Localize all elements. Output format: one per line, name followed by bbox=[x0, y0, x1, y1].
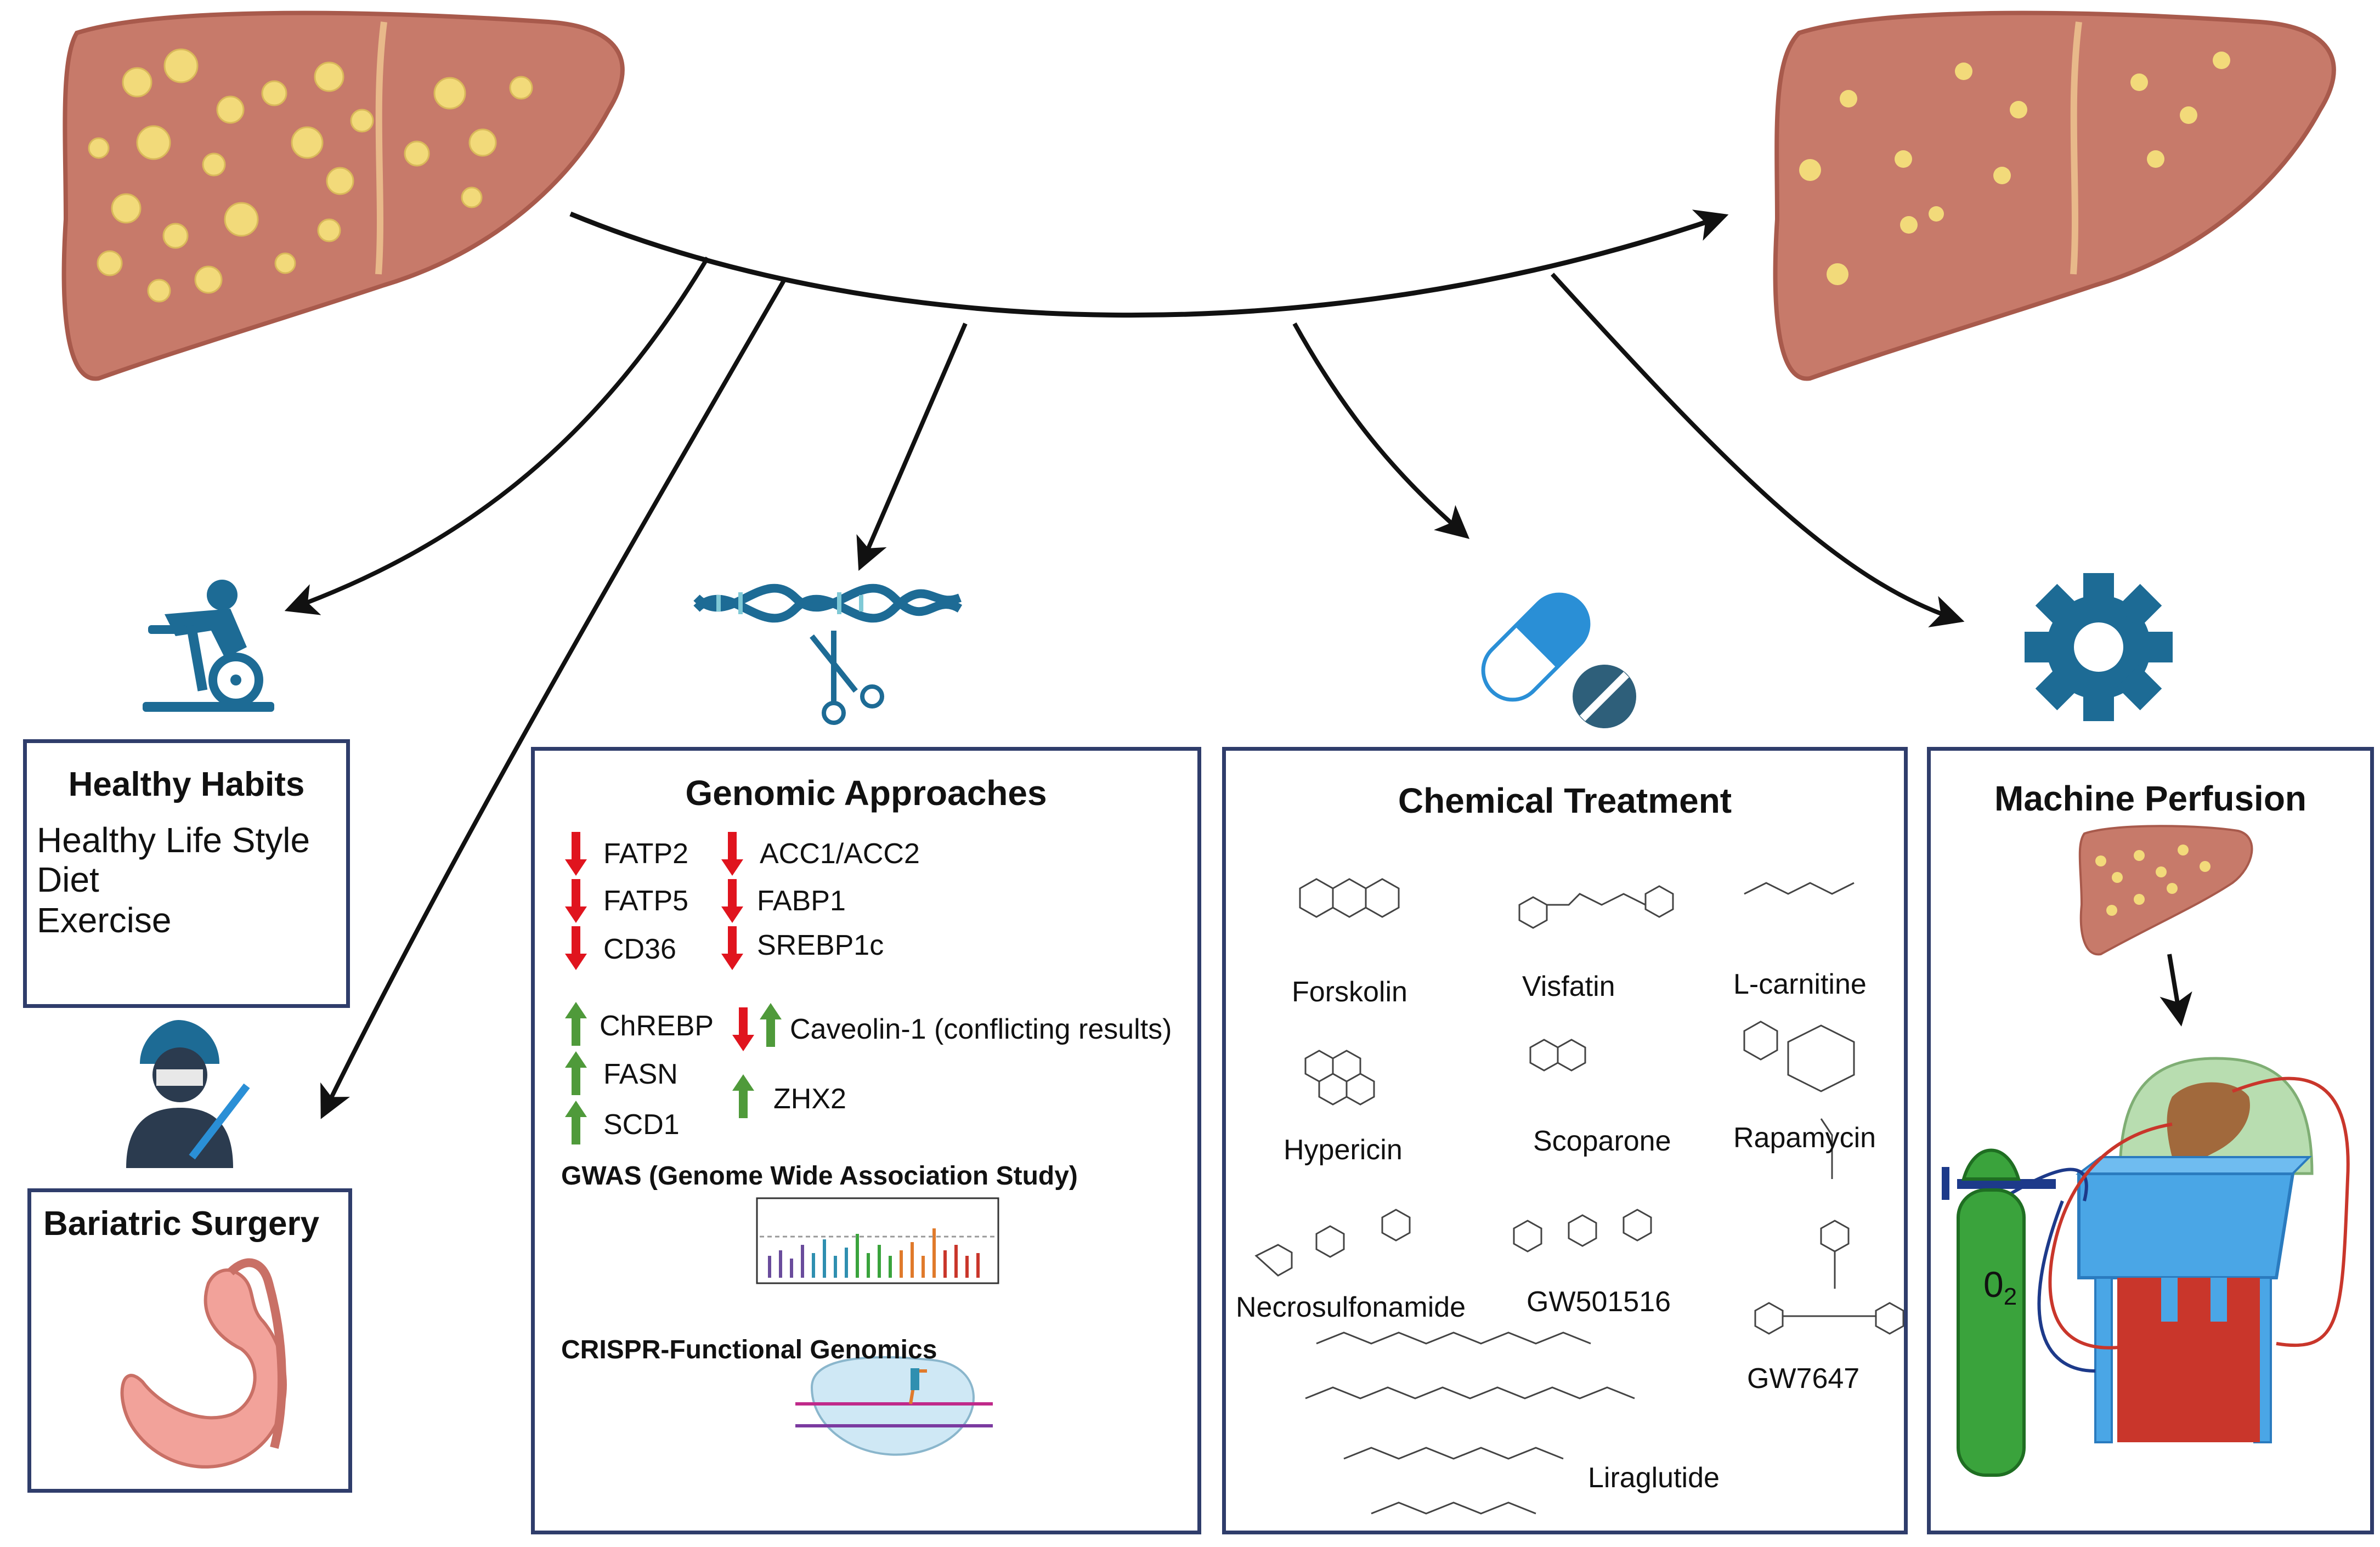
perfusion-small-liver-image bbox=[2078, 825, 2253, 956]
gene-label: Caveolin-1 (conflicting results) bbox=[790, 1013, 1172, 1045]
chemical-title: Chemical Treatment bbox=[1398, 781, 1732, 820]
gene-label: FASN bbox=[603, 1058, 678, 1090]
compound-label: Necrosulfonamide bbox=[1236, 1291, 1466, 1323]
fatty-liver-image bbox=[61, 10, 625, 381]
pill-icon bbox=[1481, 592, 1636, 728]
bariatric-surgery-box: Bariatric Surgery bbox=[27, 1188, 352, 1493]
genomic-title: Genomic Approaches bbox=[685, 773, 1047, 813]
perfusion-machine-image bbox=[1942, 1057, 2350, 1443]
surgeon-icon bbox=[126, 1020, 250, 1168]
main-arc-arrow bbox=[569, 209, 1729, 318]
gwas-manhattan-plot bbox=[756, 1197, 999, 1284]
down-arrow-icon bbox=[565, 926, 587, 970]
compound-label: GW501516 bbox=[1527, 1286, 1671, 1318]
oxygen-label: 02 bbox=[1983, 1263, 2017, 1311]
machine-perfusion-title: Machine Perfusion bbox=[1994, 779, 2306, 818]
compound-label: Visfatin bbox=[1522, 971, 1615, 1002]
machine-perfusion-box: Machine Perfusion 02 bbox=[1927, 747, 2374, 1534]
genomic-approaches-box: Genomic Approaches FATP2 FATP5 CD36 ACC1… bbox=[531, 747, 1201, 1534]
up-arrow-icon bbox=[565, 1051, 587, 1095]
down-arrow-icon bbox=[732, 1007, 754, 1051]
gene-label: SREBP1c bbox=[757, 930, 884, 961]
up-arrow-icon bbox=[565, 1101, 587, 1144]
chemical-treatment-box: Chemical Treatment Forskolin Visfatin L-… bbox=[1222, 747, 1908, 1534]
perfusion-arrow bbox=[2159, 954, 2192, 1027]
healthy-habits-line: Diet bbox=[37, 860, 99, 899]
gear-icon bbox=[2025, 573, 2173, 721]
gene-label: ACC1/ACC2 bbox=[760, 838, 920, 870]
compound-label: Liraglutide bbox=[1588, 1462, 1720, 1494]
oxygen-tank-image bbox=[1957, 1148, 2026, 1477]
compound-label: L-carnitine bbox=[1733, 968, 1867, 1000]
down-arrow-icon bbox=[721, 832, 743, 876]
healthy-liver-image bbox=[1773, 10, 2336, 381]
healthy-habits-title: Healthy Habits bbox=[68, 766, 305, 803]
gene-label: ZHX2 bbox=[773, 1083, 846, 1115]
down-arrow-icon bbox=[721, 926, 743, 970]
healthy-habits-line: Healthy Life Style bbox=[37, 820, 310, 860]
up-arrow-icon bbox=[760, 1003, 782, 1047]
gwas-label: GWAS (Genome Wide Association Study) bbox=[561, 1161, 1078, 1191]
chemical-structures bbox=[1254, 878, 1904, 1515]
branch-arrows bbox=[284, 256, 1965, 1119]
compound-label: Forskolin bbox=[1292, 976, 1407, 1008]
crispr-cas9-image bbox=[795, 1356, 993, 1456]
crispr-label: CRISPR-Functional Genomics bbox=[561, 1335, 937, 1364]
oxygen-symbol: 0 bbox=[1983, 1264, 2004, 1305]
healthy-habits-line: Exercise bbox=[37, 900, 172, 940]
healthy-habits-box: Healthy Habits Healthy Life Style Diet E… bbox=[23, 739, 350, 1008]
gene-label: FATP2 bbox=[603, 838, 689, 870]
bariatric-stomach-image bbox=[120, 1258, 287, 1469]
compound-label: Scoparone bbox=[1533, 1125, 1671, 1157]
up-arrow-icon bbox=[565, 1002, 587, 1046]
compound-label: Rapamycin bbox=[1733, 1122, 1876, 1154]
gene-label: SCD1 bbox=[603, 1109, 680, 1141]
oxygen-subscript: 2 bbox=[2003, 1283, 2017, 1311]
up-arrow-icon bbox=[732, 1074, 754, 1118]
compound-label: GW7647 bbox=[1747, 1363, 1860, 1395]
gene-label: FABP1 bbox=[757, 885, 846, 917]
gene-label: ChREBP bbox=[600, 1010, 714, 1042]
dna-scissors-icon bbox=[693, 583, 963, 725]
down-arrow-icon bbox=[565, 879, 587, 923]
compound-label: Hypericin bbox=[1284, 1134, 1403, 1166]
down-arrow-icon bbox=[565, 832, 587, 876]
down-arrow-icon bbox=[721, 879, 743, 923]
bariatric-surgery-title: Bariatric Surgery bbox=[43, 1205, 320, 1243]
gene-label: CD36 bbox=[603, 933, 676, 965]
gene-label: FATP5 bbox=[603, 885, 689, 917]
exercise-bike-icon bbox=[143, 580, 274, 712]
